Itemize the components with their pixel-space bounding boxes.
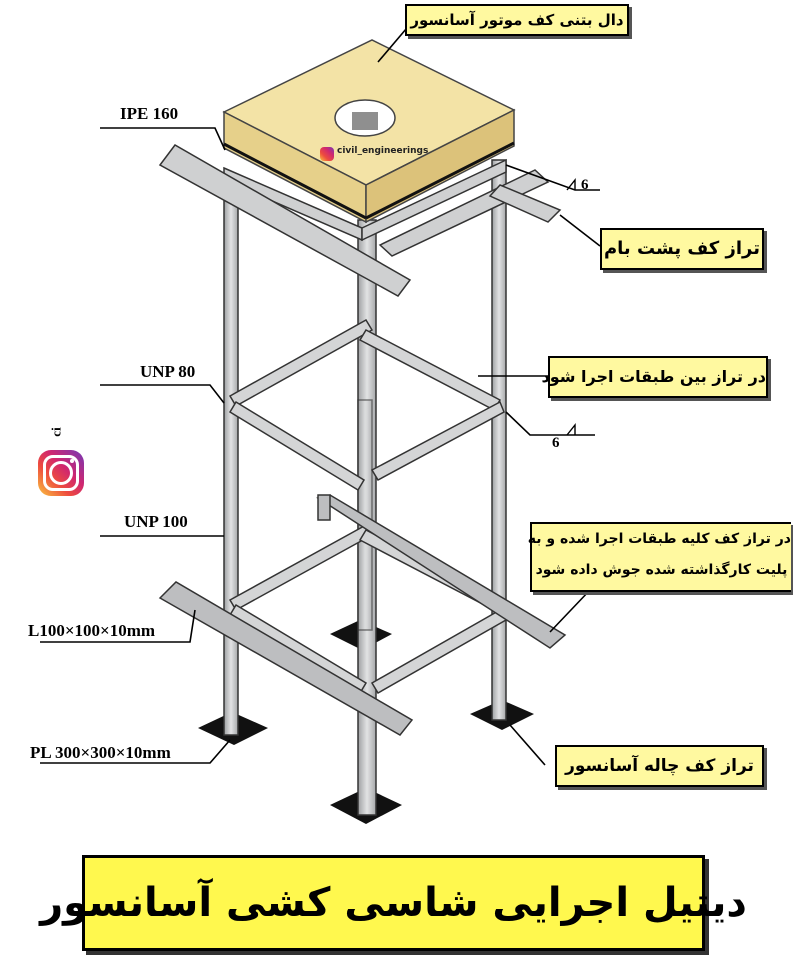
instagram-logo-icon [38, 450, 84, 496]
label-plate: PL 300×300×10mm [30, 743, 171, 762]
mid-frame [228, 318, 505, 492]
angle-members [158, 494, 567, 736]
instagram-small-icon [320, 147, 334, 161]
callout-pit-level: تراز کف چاله آسانسور [555, 745, 764, 787]
label-angle: L100×100×10mm [28, 621, 156, 640]
watermark-side-text: ci [48, 427, 64, 437]
label-unp-100: UNP 100 [124, 512, 188, 531]
callout-between-floors: در تراز بین طبقات اجرا شود [542, 356, 768, 398]
top-frame [158, 144, 562, 297]
page-title: دیتیل اجرایی شاسی کشی آسانسور [40, 880, 747, 926]
label-unp-80: UNP 80 [140, 362, 196, 381]
callout-all-floors-line1: در تراز کف کلیه طبقات اجرا شده و به [527, 531, 791, 547]
callout-motor-slab: دال بتنی کف موتور آسانسور [405, 4, 629, 36]
weld-size-top: 6 [581, 177, 589, 193]
weld-marks [566, 178, 576, 436]
title-banner: دیتیل اجرایی شاسی کشی آسانسور [40, 855, 747, 951]
callout-all-floors-line2: پلیت کارگذاشته شده جوش داده شود [535, 562, 788, 578]
callout-all-floors: در تراز کف کلیه طبقات اجرا شده و به پلیت… [527, 522, 791, 592]
weld-size-middle: 6 [552, 435, 560, 451]
callout-roof-level: تراز کف پشت بام [600, 228, 764, 270]
label-ipe-160: IPE 160 [120, 104, 179, 123]
concrete-slab [222, 39, 516, 224]
watermark-handle: civil_engineerings [337, 146, 429, 156]
